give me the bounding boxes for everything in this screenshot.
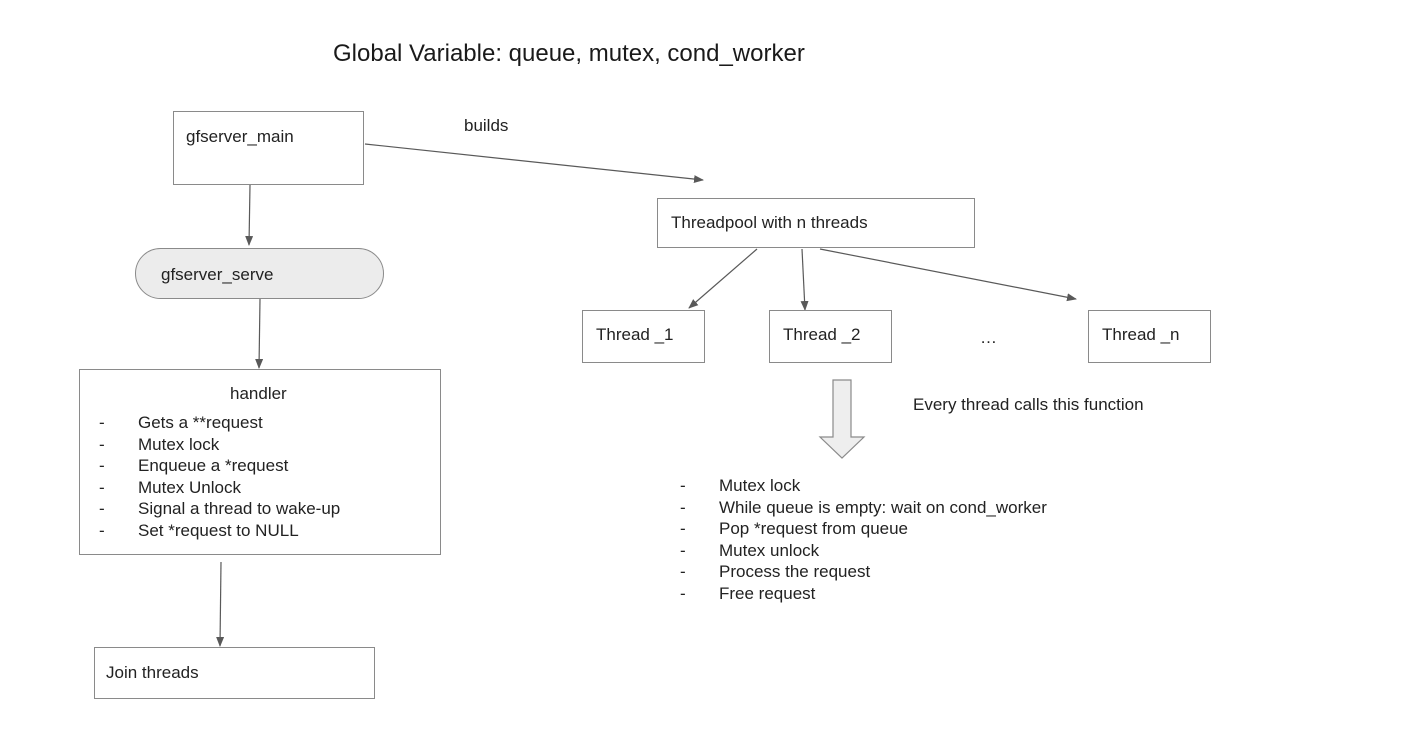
arrow-pool-to-thread-2 bbox=[800, 248, 809, 311]
list-item: - While queue is empty: wait on cond_work… bbox=[680, 497, 1120, 519]
list-item: - Process the request bbox=[680, 561, 1120, 583]
worker-note: Every thread calls this function bbox=[913, 395, 1144, 414]
thread-ellipsis: … bbox=[980, 328, 997, 347]
dash-bullet: - bbox=[680, 497, 686, 517]
dash-bullet: - bbox=[99, 520, 105, 540]
list-item: - Pop *request from queue bbox=[680, 518, 1120, 540]
join-threads-label: Join threads bbox=[106, 663, 199, 682]
list-item: - Mutex unlock bbox=[680, 540, 1120, 562]
list-item: - Signal a thread to wake-up bbox=[99, 498, 429, 520]
handler-step-text: Enqueue a *request bbox=[138, 456, 289, 476]
handler-steps-list: - Gets a **request - Mutex lock - Enqueue a… bbox=[99, 412, 429, 542]
diagram-title: Global Variable: queue, mutex, cond_work… bbox=[333, 40, 805, 67]
dash-bullet: - bbox=[99, 477, 105, 497]
worker-step-text: Mutex lock bbox=[719, 476, 801, 495]
list-item: - Mutex Unlock bbox=[99, 477, 429, 499]
handler-heading: handler bbox=[230, 384, 287, 403]
threadpool-node: Threadpool with n threads bbox=[657, 198, 975, 248]
worker-steps-list: - Mutex lock - While queue is empty: wait … bbox=[680, 475, 1120, 605]
big-down-arrow bbox=[818, 379, 866, 459]
gfserver-serve-node: gfserver_serve bbox=[135, 248, 384, 299]
arrow-handler-to-join bbox=[216, 561, 225, 647]
thread-2-label: Thread _2 bbox=[783, 325, 861, 344]
dash-bullet: - bbox=[680, 519, 686, 539]
worker-step-text: Mutex unlock bbox=[719, 540, 820, 560]
builds-label: builds bbox=[464, 116, 509, 135]
worker-step-text: Free request bbox=[719, 583, 816, 603]
dash-bullet: - bbox=[99, 434, 105, 454]
handler-step-text: Set *request to NULL bbox=[138, 520, 299, 540]
thread-n-node: Thread _n bbox=[1088, 310, 1211, 363]
dash-bullet: - bbox=[680, 583, 686, 603]
arrow-pool-to-thread-n bbox=[819, 248, 1077, 302]
worker-step-text: Process the request bbox=[719, 562, 871, 582]
list-item: - Mutex lock bbox=[680, 475, 1120, 497]
threadpool-label: Threadpool with n threads bbox=[671, 213, 868, 232]
list-item: - Gets a **request bbox=[99, 412, 429, 434]
thread-2-node: Thread _2 bbox=[769, 310, 892, 363]
handler-step-text: Mutex lock bbox=[138, 434, 220, 454]
gfserver-serve-label: gfserver_serve bbox=[161, 265, 274, 284]
handler-node: handler bbox=[79, 369, 441, 555]
dash-bullet: - bbox=[99, 499, 105, 519]
arrow-main-to-serve bbox=[245, 184, 254, 246]
dash-bullet: - bbox=[680, 476, 686, 495]
worker-step-text: Pop *request from queue bbox=[719, 519, 909, 539]
thread-1-label: Thread _1 bbox=[596, 325, 674, 344]
gfserver-main-label: gfserver_main bbox=[186, 127, 294, 146]
dash-bullet: - bbox=[99, 456, 105, 476]
arrow-pool-to-thread-1 bbox=[688, 248, 758, 309]
list-item: - Mutex lock bbox=[99, 434, 429, 456]
handler-step-text: Gets a **request bbox=[138, 413, 263, 432]
worker-step-text: While queue is empty: wait on cond_worke… bbox=[719, 497, 1047, 517]
arrow-main-builds-threadpool bbox=[364, 143, 704, 184]
join-threads-node: Join threads bbox=[94, 647, 375, 699]
handler-step-text: Signal a thread to wake-up bbox=[138, 499, 341, 519]
list-item: - Set *request to NULL bbox=[99, 520, 429, 542]
gfserver-main-node: gfserver_main bbox=[173, 111, 364, 185]
list-item: - Enqueue a *request bbox=[99, 455, 429, 477]
dash-bullet: - bbox=[680, 562, 686, 582]
dash-bullet: - bbox=[99, 413, 105, 432]
handler-step-text: Mutex Unlock bbox=[138, 477, 241, 497]
dash-bullet: - bbox=[680, 540, 686, 560]
thread-1-node: Thread _1 bbox=[582, 310, 705, 363]
thread-n-label: Thread _n bbox=[1102, 325, 1180, 344]
arrow-serve-to-handler bbox=[255, 298, 264, 369]
list-item: - Free request bbox=[680, 583, 1120, 605]
